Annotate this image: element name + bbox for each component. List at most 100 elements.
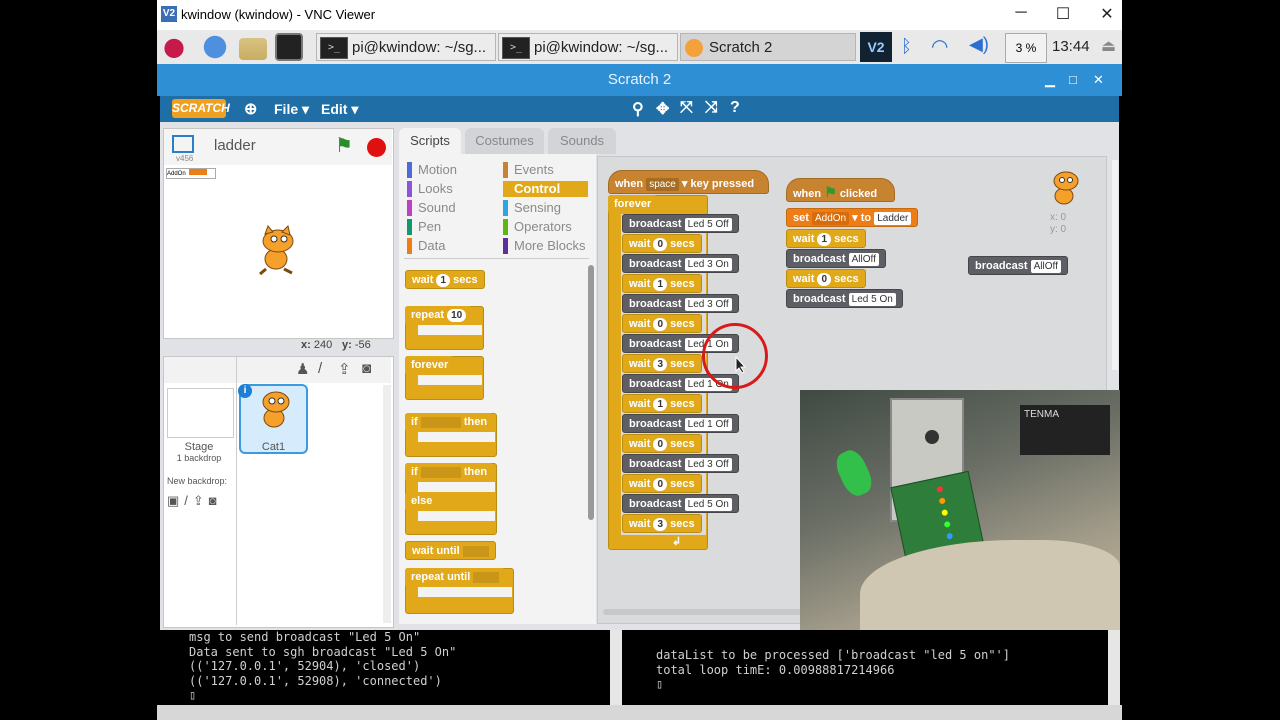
green-flag-icon[interactable]: ⚑ [335,135,353,157]
new-backdrop-icons[interactable]: ▣/⇪◙ [167,493,222,508]
category-operators[interactable]: Operators [503,219,572,235]
block-argument[interactable]: 0 [653,477,668,491]
broadcast-block[interactable]: broadcast Led 3 Off [622,294,739,313]
vnc-tray-icon[interactable]: V2 [860,32,892,62]
broadcast-block[interactable]: broadcast Led 5 On [622,494,739,513]
block-argument[interactable]: Led 3 Off [684,297,732,311]
tab-costumes[interactable]: Costumes [465,128,544,154]
scratch-minimize-icon[interactable]: ▁ [1045,72,1055,87]
wait-block[interactable]: wait 0 secs [622,474,702,493]
wait-block[interactable]: wait 0 secs [622,314,702,333]
block-argument[interactable]: Led 5 Off [684,217,732,231]
file-menu[interactable]: File ▾ [274,101,310,117]
block-argument[interactable]: 1 [653,277,668,291]
category-looks[interactable]: Looks [407,181,453,197]
wait-block[interactable]: wait 3 secs [622,354,702,373]
eject-icon[interactable]: ⏏ [1101,38,1117,55]
broadcast-block[interactable]: broadcast Led 3 Off [622,454,739,473]
terminal-right[interactable]: dataList to be processed ['broadcast "le… [653,640,1108,705]
sprite-pane-scrollbar[interactable] [383,385,391,623]
stop-icon[interactable] [367,138,386,157]
volume-icon[interactable]: ◀) [969,34,989,54]
wait-1-block[interactable]: wait 1 secs [786,229,866,248]
minimize-button[interactable]: ─ [1015,4,1027,21]
camera-sprite-icon[interactable]: ◙ [362,360,372,377]
block-argument[interactable]: 1 [653,397,668,411]
set-variable-block[interactable]: set AddOn ▾ to Ladder [786,208,919,227]
scratch-maximize-icon[interactable]: □ [1069,72,1077,87]
tab-scripts[interactable]: Scripts [399,128,461,154]
wait-block[interactable]: wait 0 secs [622,234,702,253]
palette-scrollbar[interactable] [588,265,594,520]
wait-block[interactable]: wait 1 secs [622,274,702,293]
terminal-right-scrollbar[interactable] [1108,630,1120,705]
scripts-horizontal-scrollbar[interactable] [603,609,803,615]
upload-sprite-icon[interactable]: ⇪ [338,361,351,378]
block-argument[interactable]: 3 [653,517,668,531]
sprite-library-icon[interactable]: ♟ [296,361,310,378]
broadcast-block[interactable]: broadcast Led 5 Off [622,214,739,233]
category-data[interactable]: Data [407,238,445,254]
wait-block[interactable]: wait 0 secs [622,434,702,453]
terminal-left[interactable]: msg to send broadcast "Led 5 On" Data se… [187,630,610,705]
close-button[interactable]: ✕ [1100,6,1114,23]
category-sound[interactable]: Sound [407,200,456,216]
when-key-pressed-hat[interactable]: when space ▾ key pressed [608,170,769,194]
terminal-launcher-icon[interactable] [275,33,303,61]
info-icon[interactable]: i [238,384,252,398]
wait-block[interactable]: wait 1 secs [622,394,702,413]
browser-icon[interactable] [201,33,229,61]
wait-block[interactable]: wait 3 secs [622,514,702,533]
taskbar-item-scratch[interactable]: Scratch 2 [680,33,856,61]
palette-wait-block[interactable]: wait 1 secs [405,270,485,289]
raspberry-menu-icon[interactable] [160,33,188,61]
block-argument[interactable]: 0 [653,437,668,451]
category-control[interactable]: Control [503,181,588,197]
tab-sounds[interactable]: Sounds [548,128,616,154]
delete-tool-icon[interactable]: ✥ [656,101,670,118]
scripts-vertical-scrollbar[interactable] [1112,160,1118,370]
terminal-left-scrollbar[interactable] [610,630,622,705]
block-argument[interactable]: 3 [653,357,668,371]
help-tool-icon[interactable]: ? [730,99,740,116]
taskbar-item-terminal-2[interactable]: >_pi@kwindow: ~/sg... [498,33,678,61]
broadcast-block[interactable]: broadcast Led 1 Off [622,414,739,433]
globe-icon[interactable]: ⊕ [244,101,258,118]
category-pen[interactable]: Pen [407,219,441,235]
bluetooth-icon[interactable]: ᛒ [901,36,912,56]
duplicate-tool-icon[interactable]: ⚲ [632,101,644,118]
loose-broadcast-block[interactable]: broadcast AllOff [968,256,1068,275]
block-unit: secs [670,438,695,450]
block-argument[interactable]: Led 5 On [684,497,732,511]
when-flag-clicked-hat[interactable]: when ⚑ clicked [786,178,895,202]
scratch-close-icon[interactable]: ✕ [1093,72,1104,87]
grow-tool-icon[interactable]: ⤧ [680,99,693,116]
block-argument[interactable]: Led 1 Off [684,417,732,431]
block-argument[interactable]: 0 [653,237,668,251]
wifi-icon[interactable]: ◠ [931,36,949,58]
block-argument[interactable]: Led 3 On [684,257,732,271]
broadcast-block[interactable]: broadcast Led 3 On [622,254,739,273]
scratch-logo[interactable]: SCRATCH [172,99,230,118]
edit-menu[interactable]: Edit ▾ [321,101,359,117]
project-title[interactable]: ladder [214,137,256,154]
category-events[interactable]: Events [503,162,554,178]
maximize-button[interactable]: ☐ [1055,6,1071,23]
cat-sprite[interactable] [254,225,300,275]
block-argument[interactable]: 0 [653,317,668,331]
broadcast-led5on-block[interactable]: broadcast Led 5 On [786,289,903,308]
presentation-mode-icon[interactable] [172,135,194,153]
palette-wait-until-block[interactable]: wait until [405,541,496,560]
addon-label: AddOn [167,171,186,177]
file-manager-icon[interactable] [239,38,267,60]
category-motion[interactable]: Motion [407,162,457,178]
category-sensing[interactable]: Sensing [503,200,561,216]
wait-0-block[interactable]: wait 0 secs [786,269,866,288]
broadcast-alloff-block[interactable]: broadcast AllOff [786,249,886,268]
category-more-blocks[interactable]: More Blocks [503,238,586,254]
block-argument[interactable]: Led 3 Off [684,457,732,471]
shrink-tool-icon[interactable]: ⤨ [705,99,718,116]
taskbar-item-terminal-1[interactable]: >_pi@kwindow: ~/sg... [316,33,496,61]
paint-sprite-icon[interactable]: / [318,360,323,377]
stage-thumbnail[interactable] [167,388,234,438]
